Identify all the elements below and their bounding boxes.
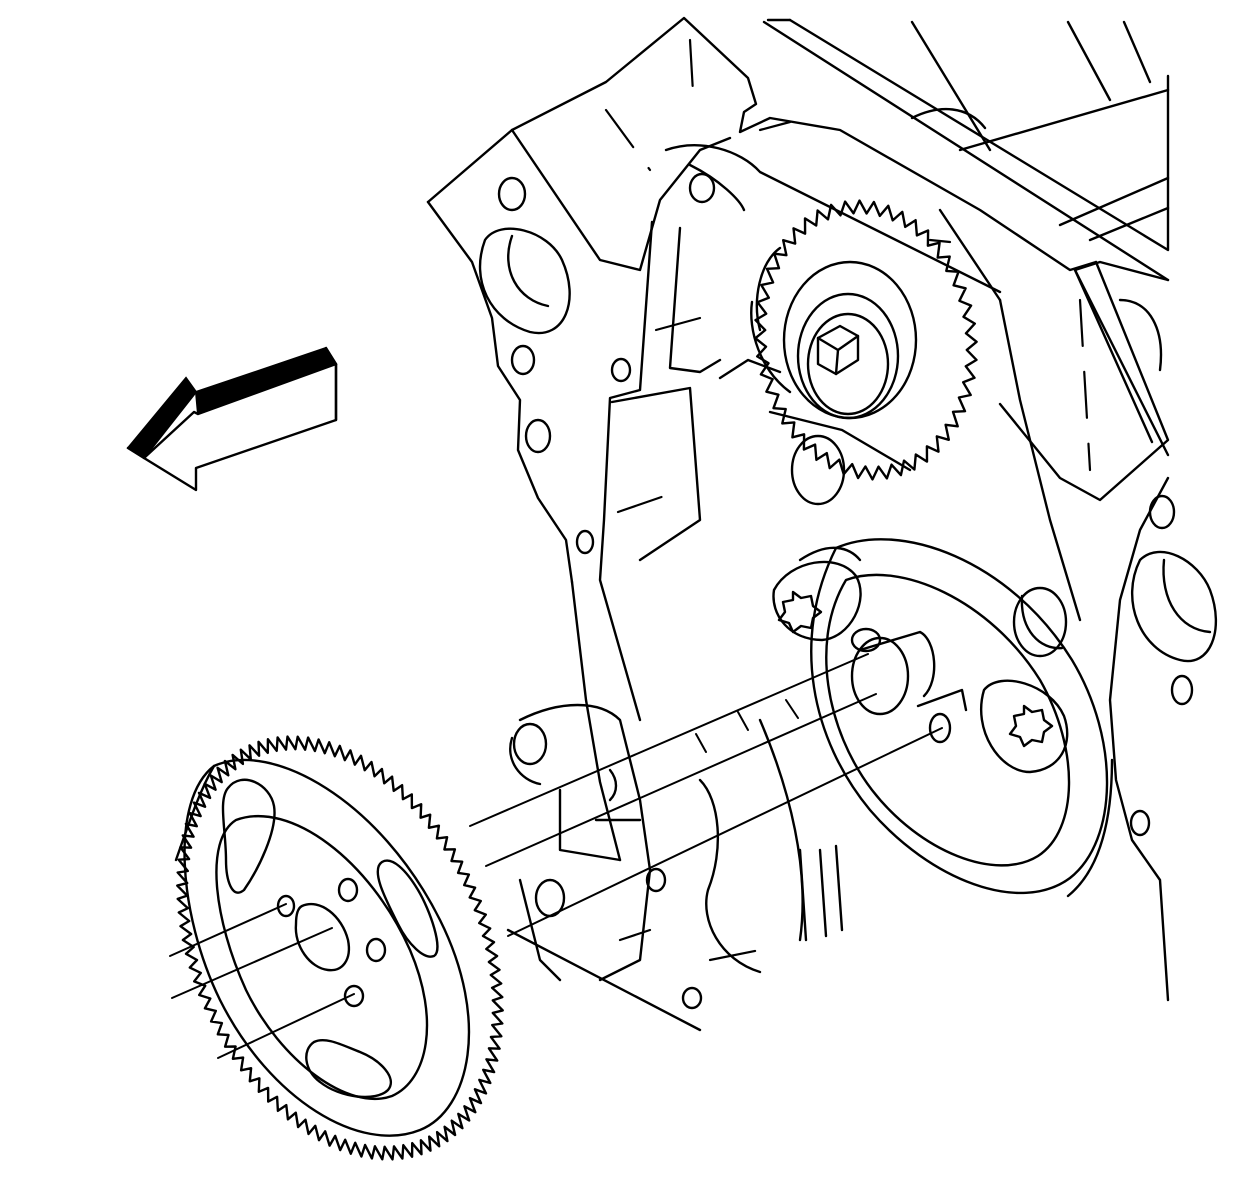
lower-cover <box>506 703 844 1032</box>
front-cover <box>426 16 1170 1002</box>
bolt-head-icon <box>816 324 860 376</box>
alignment-lines <box>169 653 943 1059</box>
torx-bolt-icon <box>777 590 1054 748</box>
gear-hub-flange <box>772 538 1114 898</box>
drive-gear <box>174 735 504 1161</box>
cover-bolt-holes <box>478 172 1218 1010</box>
direction-arrow-icon <box>126 346 338 492</box>
engine-block <box>762 18 1170 457</box>
upper-idler-gear <box>750 199 978 481</box>
